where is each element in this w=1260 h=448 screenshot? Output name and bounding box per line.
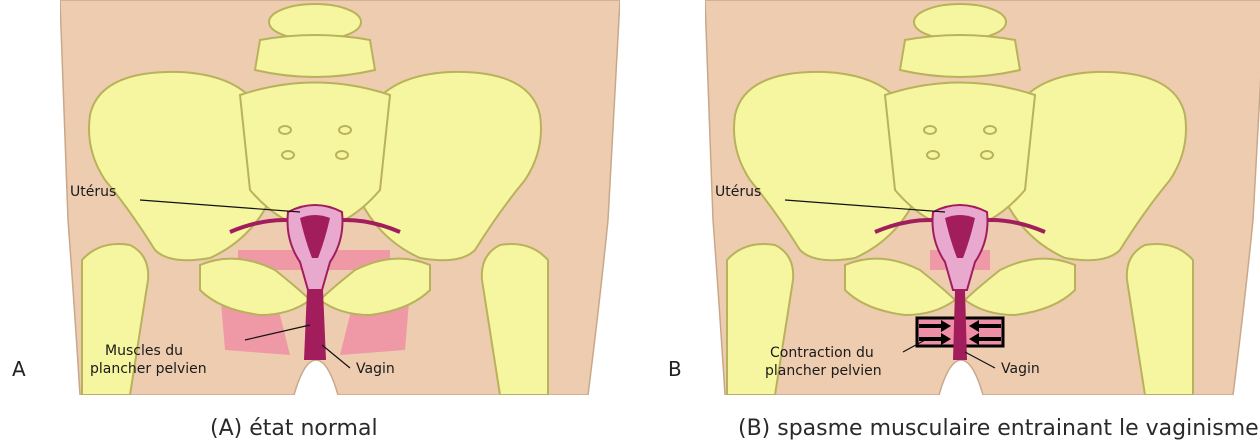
pelvis-spasm-diagram: Utérus Contraction du plancher pelvien V… — [705, 0, 1260, 395]
vagina — [304, 290, 326, 360]
label-uterus: Utérus — [715, 184, 761, 200]
panel-a-illustration: Utérus Muscles du plancher pelvien Vagin — [60, 0, 620, 395]
pelvis-normal-diagram: Utérus Muscles du plancher pelvien Vagin — [60, 0, 620, 395]
label-muscles-line1: Muscles du — [105, 343, 183, 359]
vagina — [953, 290, 967, 360]
lumbar-vertebra — [255, 35, 375, 77]
panel-b-illustration: Utérus Contraction du plancher pelvien V… — [705, 0, 1260, 395]
label-vagina: Vagin — [1001, 361, 1040, 377]
caption-a: (A) état normal — [210, 416, 378, 441]
label-uterus: Utérus — [70, 184, 116, 200]
panel-letter-a: A — [12, 357, 26, 381]
label-vagina: Vagin — [356, 361, 395, 377]
panel-letter-b: B — [668, 357, 682, 381]
label-contraction-line1: Contraction du — [770, 345, 874, 361]
lumbar-vertebra — [900, 35, 1020, 77]
label-contraction-line2: plancher pelvien — [765, 363, 882, 379]
label-muscles-line2: plancher pelvien — [90, 361, 207, 377]
caption-b: (B) spasme musculaire entrainant le vagi… — [738, 416, 1259, 441]
